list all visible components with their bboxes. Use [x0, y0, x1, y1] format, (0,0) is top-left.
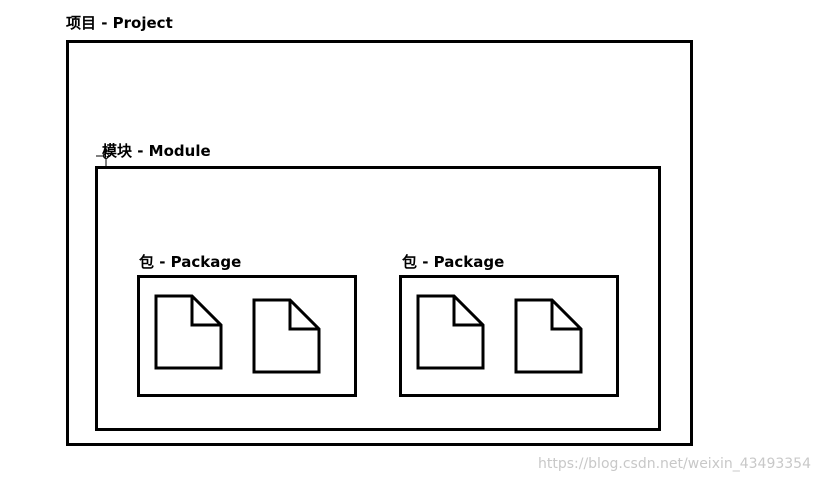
file-icon: [252, 298, 321, 374]
watermark-text: https://blog.csdn.net/weixin_43493354: [537, 456, 811, 472]
project-box: [66, 40, 693, 446]
file-icon: [154, 294, 223, 370]
module-box: [95, 166, 661, 431]
package-label: 包 - Package: [402, 253, 505, 271]
package-box: [137, 275, 357, 397]
cursor-crosshair-icon: [96, 148, 109, 166]
package-box: [399, 275, 619, 397]
module-label: 模块 - Module: [102, 142, 211, 160]
file-icon: [514, 298, 583, 374]
file-icon: [416, 294, 485, 370]
project-label: 项目 - Project: [66, 14, 173, 32]
package-label: 包 - Package: [139, 253, 242, 271]
